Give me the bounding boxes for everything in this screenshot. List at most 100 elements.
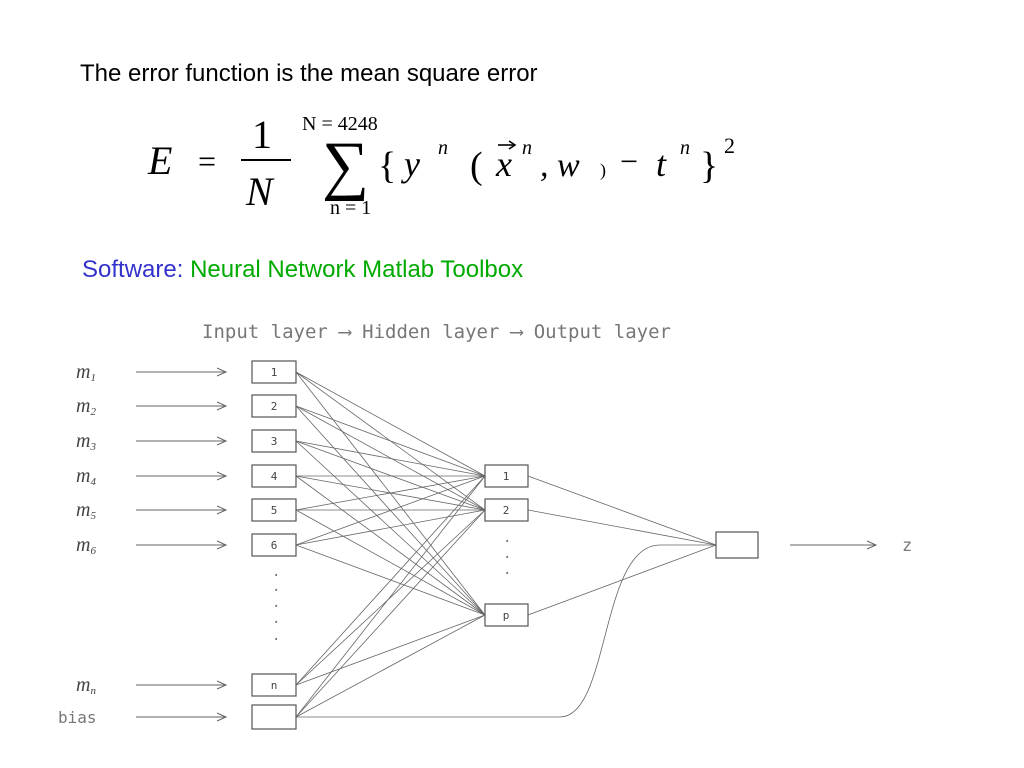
connection-line: [295, 371, 486, 477]
eq-close-paren: ): [600, 160, 606, 181]
eq-sum-lower: n = 1: [330, 197, 371, 219]
connection-line: [295, 509, 486, 686]
connection-line: [295, 475, 486, 511]
eq-y: y: [401, 144, 420, 184]
input-node: [251, 533, 297, 557]
input-arrow-arrow-icon: [216, 436, 228, 446]
bias-output-curve: [296, 544, 716, 718]
eq-x: x: [495, 144, 512, 184]
input-subscript: 1: [90, 372, 96, 384]
input-node-label: 4: [271, 470, 278, 483]
input-node: [251, 429, 297, 453]
connection-line: [295, 440, 486, 616]
eq-comma-w: , w: [540, 147, 580, 184]
software-value: Neural Network Matlab Toolbox: [190, 256, 524, 283]
input-subscript: n: [90, 685, 96, 697]
input-label: m5: [76, 499, 96, 522]
input-node: [251, 673, 297, 697]
input-subscript: 5: [90, 510, 96, 522]
eq-equals: =: [198, 143, 216, 179]
input-subscript: 6: [90, 545, 96, 557]
input-node: [251, 360, 297, 384]
input-node-label: 1: [271, 366, 278, 379]
eq-open-paren: (: [470, 145, 483, 187]
hidden-node-label: 1: [503, 470, 510, 483]
input-node-label: n: [271, 679, 278, 692]
software-line: Software: Neural Network Matlab Toolbox: [82, 256, 523, 284]
eq-open-brace: {: [378, 145, 396, 187]
input-arrow-arrow-icon: [216, 505, 228, 515]
input-node-label: 3: [271, 435, 278, 448]
input-arrow-arrow-icon: [216, 540, 228, 550]
connection-line: [527, 509, 717, 546]
bias-label: bias: [58, 708, 97, 727]
input-arrow-arrow-icon: [216, 401, 228, 411]
bias-arrow-arrow-icon: [216, 712, 228, 722]
input-label: m6: [76, 534, 96, 557]
vector-arrow-icon: [498, 140, 517, 150]
connection-line: [295, 440, 486, 477]
input-subscript: 4: [90, 476, 96, 488]
diagram-header: Input layer ⟶ Hidden layer ⟶ Output laye…: [202, 321, 671, 343]
input-node-label: 2: [271, 400, 278, 413]
eq-y-sup: n: [438, 137, 448, 159]
input-arrow-arrow-icon: [216, 367, 228, 377]
hidden-ellipsis-dot: ·: [503, 550, 511, 566]
input-node-label: 5: [271, 504, 278, 517]
input-subscript: 3: [89, 441, 96, 453]
eq-frac-den: N: [245, 169, 275, 214]
eq-minus: −: [620, 143, 638, 179]
connection-line: [295, 371, 486, 616]
eq-x-sup: n: [522, 137, 532, 159]
input-subscript: 2: [90, 406, 96, 418]
input-node: [251, 498, 297, 522]
input-arrow-arrow-icon: [216, 680, 228, 690]
input-label: mn: [76, 674, 96, 697]
hidden-node: [484, 603, 529, 627]
input-ellipsis-dot: ·: [272, 568, 280, 584]
input-ellipsis-dot: ·: [272, 632, 280, 648]
output-label: z: [902, 536, 912, 556]
hidden-node-label: p: [503, 609, 510, 622]
hidden-node-label: 2: [503, 504, 510, 517]
connection-line: [295, 405, 486, 477]
connection-line: [295, 509, 486, 616]
bias-node: [251, 704, 297, 730]
input-node-label: 6: [271, 539, 278, 552]
connection-line: [295, 509, 486, 546]
eq-close-brace: }: [700, 145, 718, 187]
input-label: m3: [76, 430, 96, 453]
eq-power: 2: [724, 133, 735, 158]
input-label: m1: [76, 361, 96, 384]
hidden-ellipsis-dot: ·: [503, 566, 511, 582]
connection-line: [295, 475, 486, 616]
connection-line: [295, 509, 486, 718]
hidden-ellipsis-dot: ·: [503, 534, 511, 550]
connection-line: [295, 475, 486, 686]
software-label: Software:: [82, 256, 184, 283]
connection-line: [527, 475, 717, 546]
connection-line: [295, 475, 486, 718]
input-label: m2: [76, 395, 96, 418]
eq-lhs: E: [147, 138, 172, 183]
connection-line: [295, 614, 486, 686]
headline: The error function is the mean square er…: [80, 60, 538, 87]
input-node: [251, 394, 297, 418]
input-ellipsis-dot: ·: [272, 615, 280, 631]
hidden-node: [484, 498, 529, 522]
input-label: m4: [76, 465, 96, 488]
input-ellipsis-dot: ·: [272, 599, 280, 615]
eq-sum-symbol: ∑: [322, 129, 369, 202]
output-node: [715, 531, 759, 559]
connection-line: [295, 614, 486, 718]
input-ellipsis-dot: ·: [272, 583, 280, 599]
output-arrow-arrow-icon: [866, 540, 878, 550]
input-arrow-arrow-icon: [216, 471, 228, 481]
eq-t: t: [656, 144, 667, 184]
eq-frac-num: 1: [252, 112, 272, 157]
eq-t-sup: n: [680, 137, 690, 159]
eq-sum-upper: N = 4248: [302, 113, 378, 135]
